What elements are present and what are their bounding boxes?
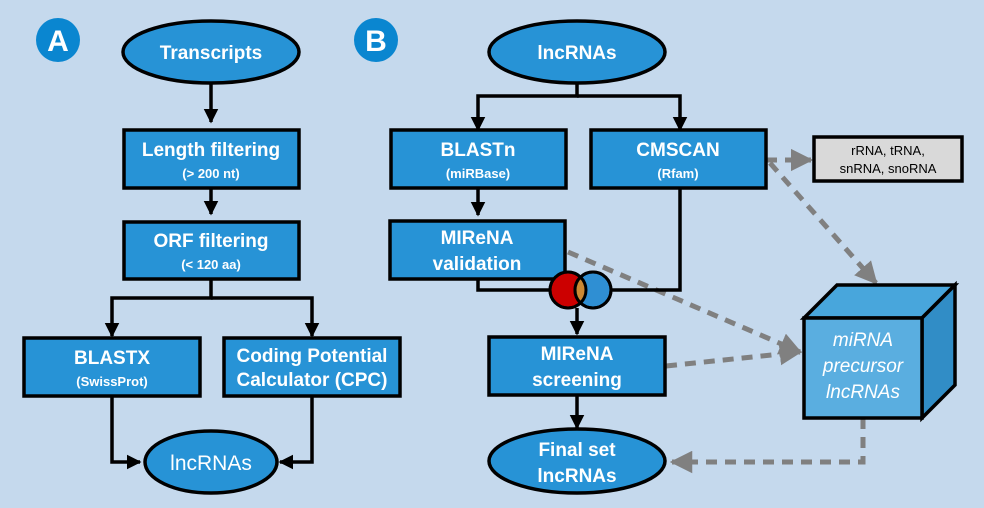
blastn-title: BLASTn	[441, 140, 516, 161]
excluded-line2: snRNA, snoRNA	[840, 161, 937, 176]
node-mirena-validation: MIReNA validation	[388, 219, 567, 281]
length-filtering-sub: (> 200 nt)	[182, 166, 239, 181]
dashed-arrow-cmscan-to-precursor	[768, 161, 878, 285]
mirena-screening-line1: MIReNA	[541, 344, 614, 365]
cmscan-title: CMSCAN	[636, 140, 719, 161]
node-blastx: BLASTX (SwissProt)	[22, 336, 202, 398]
node-blastn: BLASTn (miRBase)	[389, 128, 568, 190]
panel-a: A Transcripts Length filtering (> 200 nt…	[22, 18, 402, 495]
arrow-lncrnas-to-blastn	[470, 83, 579, 132]
node-lncrnas-b: lncRNAs	[487, 19, 667, 85]
lncrnas-a-label: lncRNAs	[170, 452, 252, 475]
venn-intersection-icon	[548, 270, 613, 310]
arrow-orf-to-blastx	[104, 279, 213, 338]
cpc-line2: Calculator (CPC)	[237, 370, 388, 391]
final-line2: lncRNAs	[537, 466, 616, 487]
node-cmscan: CMSCAN (Rfam)	[589, 128, 768, 190]
precursor-line3: lncRNAs	[826, 382, 900, 403]
arrow-cpc-to-lncrnas	[278, 396, 314, 470]
node-excluded-rnas: rRNA, tRNA, snRNA, snoRNA	[812, 135, 964, 183]
badge-b-label: B	[365, 25, 387, 58]
length-filtering-title: Length filtering	[142, 140, 280, 161]
badge-a-label: A	[47, 25, 69, 58]
badge-b: B	[354, 18, 398, 62]
excluded-line1: rRNA, tRNA,	[851, 143, 925, 158]
orf-filtering-sub: (< 120 aa)	[181, 257, 241, 272]
node-transcripts: Transcripts	[121, 19, 301, 85]
blastx-sub: (SwissProt)	[76, 374, 148, 389]
badge-a: A	[36, 18, 80, 62]
dashed-arrow-validation-to-precursor	[567, 249, 803, 355]
node-length-filtering: Length filtering (> 200 nt)	[122, 128, 301, 190]
dashed-arrow-precursor-to-final	[669, 418, 866, 474]
mirena-screening-line2: screening	[532, 370, 622, 391]
node-transcripts-label: Transcripts	[160, 43, 262, 64]
cpc-line1: Coding Potential	[237, 346, 388, 367]
arrow-orf-to-cpc	[211, 296, 320, 338]
panel-b: B lncRNAs BLASTn (miRBase) CMSCAN (Rfam)	[354, 18, 964, 495]
line-cmscan-to-venn	[604, 188, 682, 292]
node-cpc: Coding Potential Calculator (CPC)	[222, 336, 402, 398]
arrow-lncrnas-to-cmscan	[577, 94, 688, 132]
lncrnas-b-label: lncRNAs	[537, 43, 616, 64]
mirena-validation-line1: MIReNA	[441, 228, 514, 249]
node-orf-filtering: ORF filtering (< 120 aa)	[122, 220, 301, 281]
node-mirena-screening: MIReNA screening	[487, 335, 667, 397]
node-lncrnas-a: lncRNAs	[143, 429, 279, 495]
dashed-arrow-screening-to-precursor	[665, 342, 803, 369]
cube-front-face	[802, 316, 924, 420]
orf-filtering-title: ORF filtering	[153, 231, 268, 252]
node-precursor-cube: miRNA precursor lncRNAs	[799, 280, 960, 423]
arrow-blastx-to-lncrnas	[110, 396, 142, 470]
node-final-lncrnas: Final set lncRNAs	[487, 427, 667, 495]
precursor-line2: precursor	[822, 356, 904, 377]
mirena-validation-line2: validation	[433, 254, 522, 275]
precursor-line1: miRNA	[833, 330, 893, 351]
blastx-title: BLASTX	[74, 348, 150, 369]
blastn-sub: (miRBase)	[446, 166, 510, 181]
cmscan-sub: (Rfam)	[657, 166, 698, 181]
line-validation-to-venn	[476, 280, 552, 292]
final-line1: Final set	[538, 440, 616, 461]
